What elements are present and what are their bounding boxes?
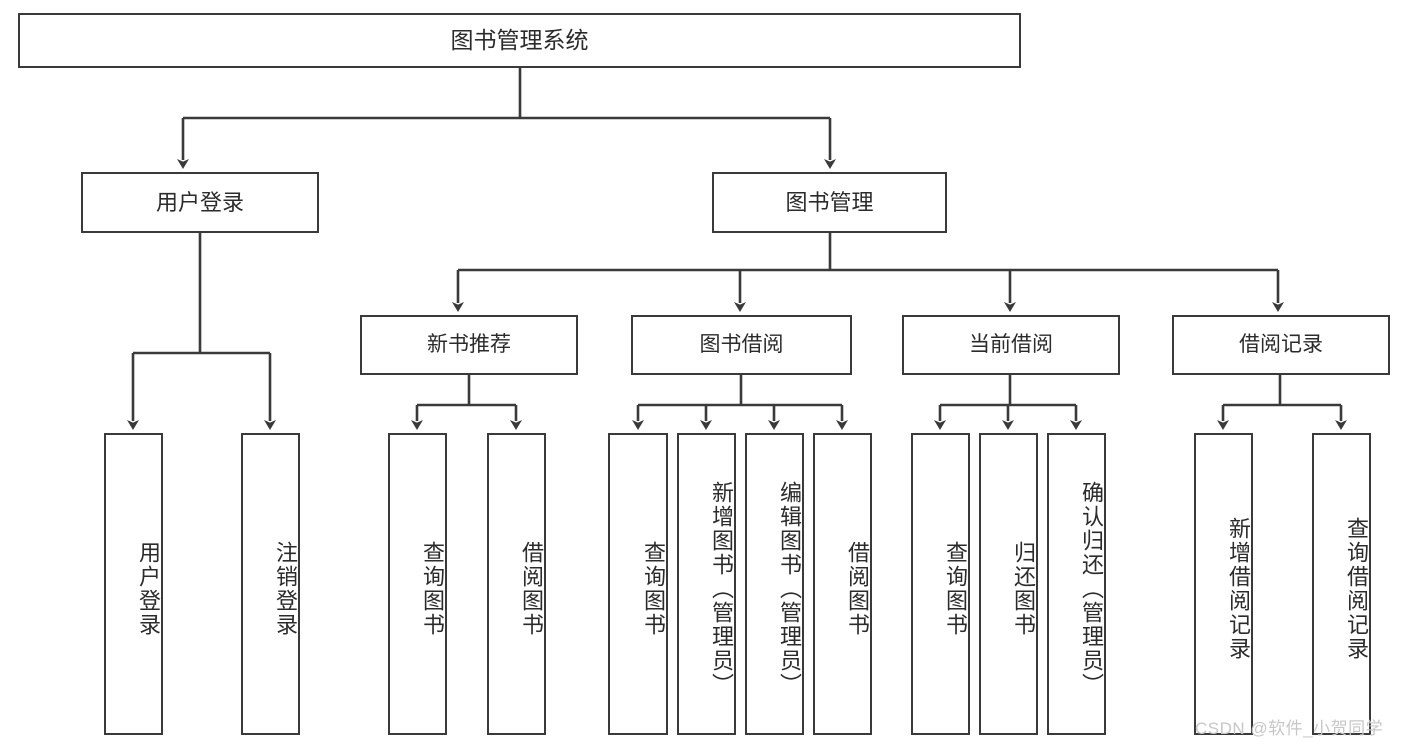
leaf-book-borrow-edit[interactable]: 编辑图书（管理员） — [745, 433, 804, 735]
node-label: 查询图书 — [943, 541, 968, 637]
leaf-current-borrow-confirm-return[interactable]: 确认归还（管理员） — [1047, 433, 1106, 735]
node-label: 图书管理系统 — [450, 26, 589, 53]
node-label: 借阅图书 — [519, 541, 544, 637]
leaf-book-borrow-query[interactable]: 查询图书 — [608, 433, 668, 735]
leaf-user-login-login[interactable]: 用户登录 — [104, 433, 163, 735]
node-new-book-recommend[interactable]: 新书推荐 — [360, 315, 578, 375]
node-label: 新增图书（管理员） — [709, 481, 734, 697]
node-label: 借阅图书 — [845, 541, 870, 637]
csdn-watermark: CSDN @软件_小贺同学 — [1195, 719, 1384, 738]
node-book-management[interactable]: 图书管理 — [712, 172, 947, 233]
node-label: 借阅记录 — [1239, 332, 1323, 356]
node-root-system[interactable]: 图书管理系统 — [18, 13, 1021, 68]
leaf-current-borrow-return[interactable]: 归还图书 — [979, 433, 1038, 735]
node-label: 归还图书 — [1011, 541, 1036, 637]
node-label: 注销登录 — [273, 541, 298, 637]
node-label: 图书管理 — [785, 189, 874, 215]
node-label: 新增借阅记录 — [1226, 517, 1251, 661]
node-label: 当前借阅 — [969, 332, 1053, 356]
leaf-user-login-logout[interactable]: 注销登录 — [241, 433, 300, 735]
node-label: 新书推荐 — [427, 332, 511, 356]
node-label: 查询借阅记录 — [1344, 517, 1369, 661]
leaf-borrow-record-add[interactable]: 新增借阅记录 — [1194, 433, 1253, 735]
node-borrow-record[interactable]: 借阅记录 — [1172, 315, 1390, 375]
leaf-borrow-record-query[interactable]: 查询借阅记录 — [1312, 433, 1371, 735]
leaf-new-book-borrow[interactable]: 借阅图书 — [487, 433, 546, 735]
node-label: 查询图书 — [641, 541, 666, 637]
leaf-current-borrow-query[interactable]: 查询图书 — [911, 433, 970, 735]
node-label: 查询图书 — [420, 541, 445, 637]
node-label: 确认归还（管理员） — [1079, 481, 1104, 697]
node-label: 用户登录 — [136, 541, 161, 637]
leaf-book-borrow-add[interactable]: 新增图书（管理员） — [677, 433, 736, 735]
leaf-new-book-query[interactable]: 查询图书 — [388, 433, 447, 735]
node-book-borrow[interactable]: 图书借阅 — [631, 315, 852, 375]
leaf-book-borrow-lend[interactable]: 借阅图书 — [813, 433, 872, 735]
node-user-login[interactable]: 用户登录 — [81, 172, 319, 233]
node-label: 编辑图书（管理员） — [777, 481, 802, 697]
node-label: 图书借阅 — [699, 332, 784, 356]
node-label: 用户登录 — [155, 189, 244, 215]
node-current-borrow[interactable]: 当前借阅 — [902, 315, 1120, 375]
